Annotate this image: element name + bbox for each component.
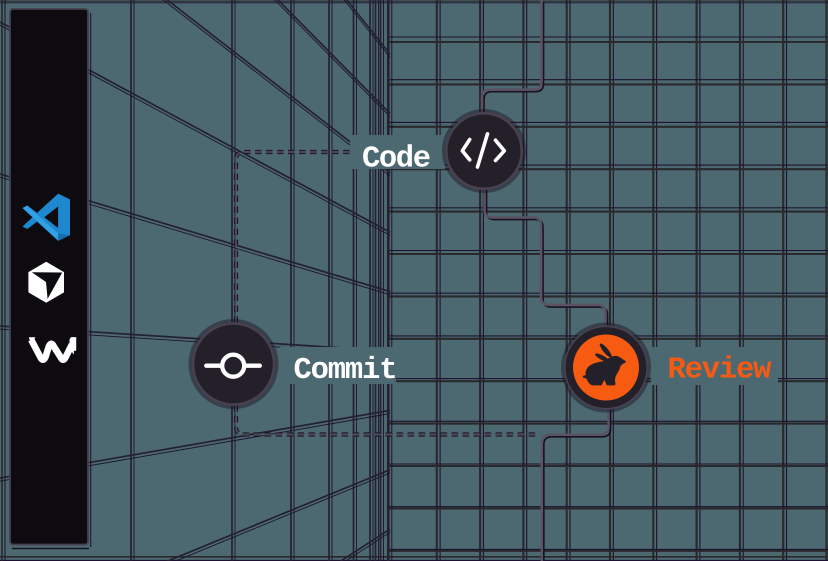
svg-text:Review: Review: [668, 354, 773, 388]
svg-text:Code: Code: [362, 143, 431, 177]
svg-text:Commit: Commit: [294, 354, 398, 388]
